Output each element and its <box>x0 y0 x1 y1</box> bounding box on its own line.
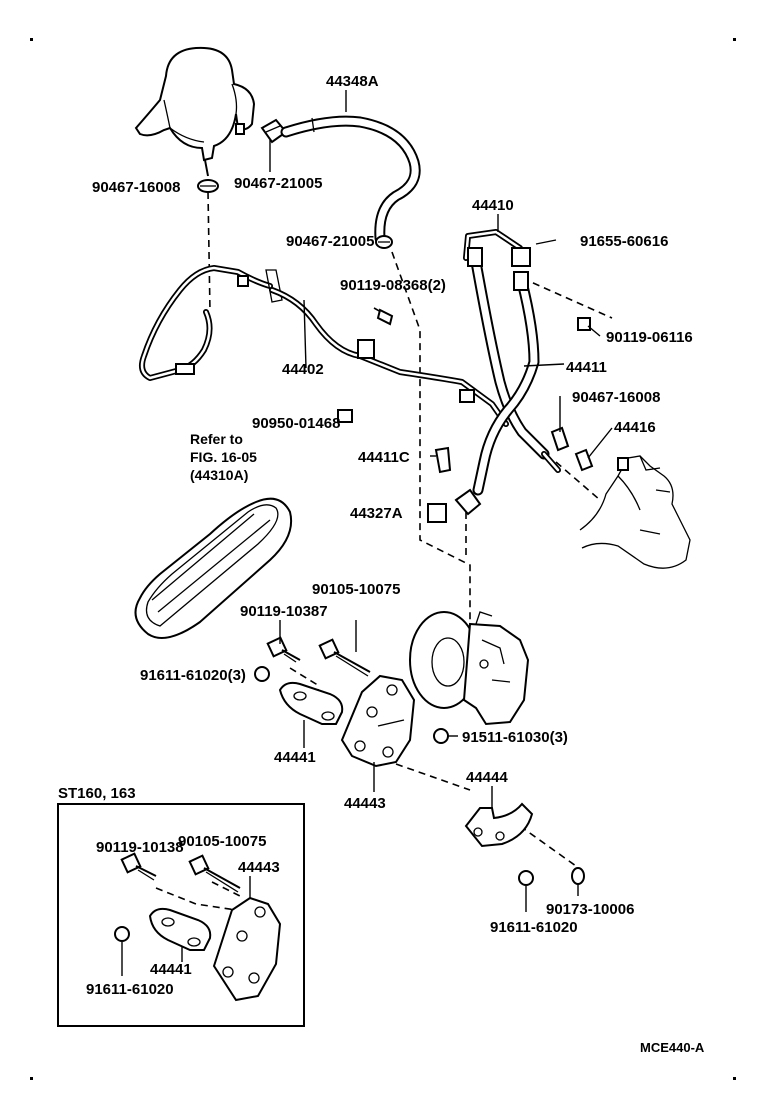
washer-icon <box>433 728 449 744</box>
hose-clamp-icon <box>197 179 219 193</box>
label-91611-61020-3: 91611-61020(3) <box>140 667 246 684</box>
bolt-icon <box>266 636 301 663</box>
registration-marks <box>30 38 736 1080</box>
bolt-icon <box>376 308 394 326</box>
inset-box-st160-163 <box>57 803 305 1027</box>
pressure-hose-44410 <box>463 229 561 496</box>
reservoir-hose-loop <box>139 265 283 381</box>
label-44348A: 44348A <box>326 73 379 90</box>
reference-note: Refer to FIG. 16-05 (44310A) <box>190 431 257 483</box>
label-90119-08368: 90119-08368(2) <box>340 277 446 294</box>
label-91655-60616: 91655-60616 <box>580 233 668 250</box>
label-91511-61030: 91511-61030(3) <box>462 729 568 746</box>
adjusting-bracket-44441 <box>148 907 212 951</box>
label-44402: 44402 <box>282 361 324 378</box>
washer-icon <box>518 870 534 886</box>
union-fitting-icon <box>454 488 482 516</box>
washer-icon <box>571 867 585 885</box>
clip-icon <box>550 426 594 472</box>
bolt-icon <box>120 852 157 881</box>
label-44444: 44444 <box>466 769 508 786</box>
label-90467-16008-top: 90467-16008 <box>92 179 180 196</box>
nut-icon <box>427 503 447 523</box>
label-44416: 44416 <box>614 419 656 436</box>
bolt-icon <box>434 446 452 474</box>
label-44411: 44411 <box>566 359 607 376</box>
label-44441: 44441 <box>274 749 316 766</box>
part-labels: 44348A 90467-16008 90467-21005 44410 904… <box>92 73 693 936</box>
washer-icon <box>114 926 130 942</box>
reference-note-line-3: (44310A) <box>190 467 248 483</box>
label-90467-21005-top: 90467-21005 <box>234 175 322 192</box>
return-hose <box>280 115 421 244</box>
washer-icon <box>577 317 591 331</box>
label-90173-10006: 90173-10006 <box>546 901 634 918</box>
label-91611-61020: 91611-61020 <box>490 919 578 936</box>
oil-reservoir <box>134 46 256 177</box>
washer-icon <box>254 666 270 682</box>
adjusting-bracket-44441 <box>278 681 344 725</box>
label-90467-16008-right: 90467-16008 <box>572 389 660 406</box>
inset-label-44441: 44441 <box>150 961 192 978</box>
leader-lines <box>269 90 613 912</box>
drive-belt <box>134 497 292 639</box>
pump-bracket-44443 <box>340 674 416 768</box>
pump-bracket-44444 <box>464 802 534 848</box>
label-90950-01468: 90950-01468 <box>252 415 340 432</box>
inset-label-90119-10138: 90119-10138 <box>96 839 184 856</box>
label-44327A: 44327A <box>350 505 403 522</box>
power-steering-pump <box>409 611 530 726</box>
inset-label-44443: 44443 <box>238 859 280 876</box>
pressure-pipe <box>269 287 509 427</box>
label-90119-06116: 90119-06116 <box>606 329 693 346</box>
inset-label-90105-10075: 90105-10075 <box>178 833 266 850</box>
bolt-icon <box>188 854 241 893</box>
pump-bracket-44443 <box>212 896 282 1002</box>
inset-title: ST160, 163 <box>58 785 136 802</box>
label-90467-21005-mid: 90467-21005 <box>286 233 374 250</box>
bolt-icon <box>337 409 353 423</box>
label-90119-10387: 90119-10387 <box>240 603 328 620</box>
inset-labels: ST160, 163 90119-10138 90105-10075 44443… <box>58 785 280 998</box>
inset-label-91611-61020: 91611-61020 <box>86 981 174 998</box>
reference-note-line-1: Refer to <box>190 431 243 447</box>
bolt-icon <box>318 638 371 677</box>
reference-note-line-2: FIG. 16-05 <box>190 449 257 465</box>
label-90105-10075: 90105-10075 <box>312 581 400 598</box>
hose-clamp-icon <box>375 235 393 249</box>
figure-code: MCE440-A <box>640 1040 705 1055</box>
steering-gear-housing <box>579 455 691 569</box>
label-44411C: 44411C <box>358 449 410 466</box>
label-44410: 44410 <box>472 197 514 214</box>
label-44443: 44443 <box>344 795 386 812</box>
